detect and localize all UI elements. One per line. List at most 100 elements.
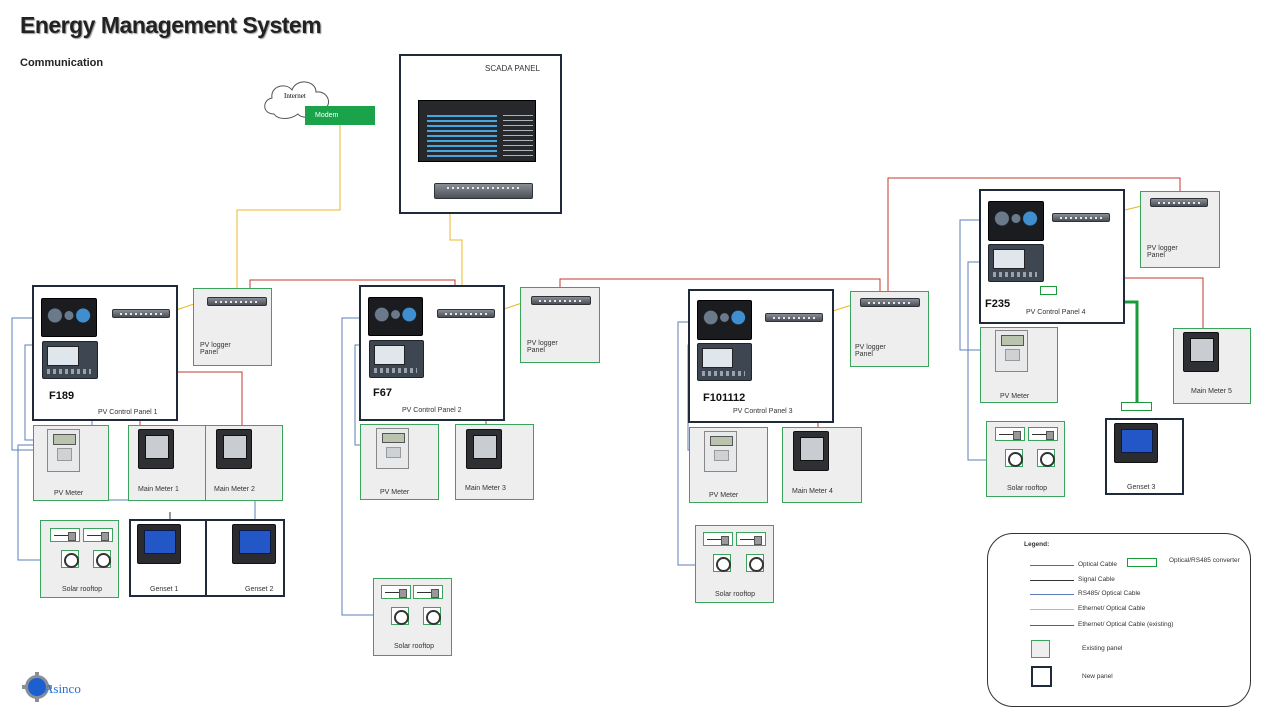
legend-ethernet-existing: Ethernet/ Optical Cable (existing): [1078, 621, 1174, 628]
panel-1-tag: F189: [49, 390, 75, 402]
solar-rooftop-label-3: Solar rooftop: [715, 591, 756, 598]
logger-label-4: PV logger Panel: [1147, 245, 1178, 259]
main-meter-label-4: Main Meter 4: [792, 488, 833, 495]
irradiance-sensor-icon: [713, 554, 731, 572]
optical-converter-icon: [1040, 286, 1057, 295]
sensor-cable-icon: [50, 528, 80, 542]
legend-existing-panel: Existing panel: [1082, 645, 1123, 652]
legend-ethernet-existing-line: [1030, 625, 1074, 626]
legend-converter-icon: [1127, 558, 1157, 567]
pv-meter-label-4: PV Meter: [1000, 393, 1030, 400]
logger-switch-2: [531, 296, 591, 305]
hmi-screen-4: [988, 201, 1044, 241]
sensor-cable-icon: [83, 528, 113, 542]
panel-4-name: PV Control Panel 4: [1026, 309, 1086, 316]
genset-meter-icon: [232, 524, 276, 564]
legend-converter: Optical/RS485 converter: [1169, 557, 1240, 564]
pv-meter-icon: [704, 431, 737, 472]
irradiance-sensor-icon: [61, 550, 79, 568]
genset-label-2: Genset 2: [245, 586, 274, 593]
panel-2-tag: F67: [373, 387, 392, 399]
legend-ethernet: Ethernet/ Optical Cable: [1078, 605, 1146, 612]
irradiance-sensor-icon: [391, 607, 409, 625]
irradiance-sensor-icon: [746, 554, 764, 572]
controller-3: [697, 343, 752, 381]
hmi-screen-1: [41, 298, 97, 337]
logger-switch-1: [207, 297, 267, 306]
controller-4: [988, 244, 1044, 282]
legend-title: Legend:: [1024, 541, 1050, 548]
page-title: Energy Management System: [20, 12, 322, 38]
hmi-screen-2: [368, 297, 423, 336]
scada-panel-label: SCADA PANEL: [485, 64, 540, 73]
modem[interactable]: Modem: [305, 106, 375, 125]
legend-new-panel: New panel: [1082, 673, 1113, 680]
legend-new-panel-swatch: [1031, 666, 1052, 687]
genset-meter-icon: [1114, 423, 1158, 463]
controller-1: [42, 341, 98, 379]
main-meter-label-3: Main Meter 3: [465, 485, 506, 492]
pv-meter-icon: [47, 429, 80, 472]
logger-switch-3: [860, 298, 920, 307]
panel-3-tag: F101112: [703, 392, 746, 404]
scada-monitor: [418, 100, 536, 162]
sensor-cable-icon: [1028, 427, 1058, 441]
legend-existing-panel-swatch: [1031, 640, 1050, 658]
legend-rs485-line: [1030, 594, 1074, 595]
solar-rooftop-label-4: Solar rooftop: [1007, 485, 1048, 492]
solar-rooftop-label-2: Solar rooftop: [394, 643, 435, 650]
switch-2: [437, 309, 495, 318]
sensor-cable-icon: [413, 585, 443, 599]
power-meter-icon: [466, 429, 502, 469]
panel-1-name: PV Control Panel 1: [98, 409, 158, 416]
legend-optical: Optical Cable: [1078, 561, 1118, 568]
legend-signal: Signal Cable: [1078, 576, 1115, 583]
irradiance-sensor-icon: [423, 607, 441, 625]
optical-converter-icon: [1121, 402, 1152, 411]
pv-meter-label-3: PV Meter: [709, 492, 739, 499]
power-meter-icon: [138, 429, 174, 469]
legend-ethernet-line: [1030, 609, 1074, 610]
genset-meter-icon: [137, 524, 181, 564]
genset-label-1: Genset 1: [150, 586, 179, 593]
pv-meter-icon: [376, 428, 409, 469]
main-meter-label-2: Main Meter 2: [214, 486, 255, 493]
controller-2: [369, 340, 424, 378]
legend-optical-line: [1030, 565, 1074, 566]
panel-4-tag: F235: [985, 298, 1011, 310]
switch-1: [112, 309, 170, 318]
gear-icon: [22, 672, 52, 702]
logger-label-1: PV logger Panel: [200, 342, 231, 356]
pv-meter-icon: [995, 330, 1028, 372]
sensor-cable-icon: [381, 585, 411, 599]
panel-2-name: PV Control Panel 2: [402, 407, 462, 414]
power-meter-icon: [216, 429, 252, 469]
irradiance-sensor-icon: [93, 550, 111, 568]
legend-signal-line: [1030, 580, 1074, 581]
genset-label-3: Genset 3: [1127, 484, 1156, 491]
legend-rs485: RS485/ Optical Cable: [1078, 590, 1141, 597]
solar-rooftop-label-1: Solar rooftop: [62, 586, 103, 593]
power-meter-icon: [793, 431, 829, 471]
hmi-screen-3: [697, 300, 752, 340]
internet-label: Internet: [284, 92, 306, 100]
page-subtitle: Communication: [20, 57, 104, 69]
main-meter-label-1: Main Meter 1: [138, 486, 179, 493]
switch-3: [765, 313, 823, 322]
irradiance-sensor-icon: [1005, 449, 1023, 467]
logger-label-2: PV logger Panel: [527, 340, 558, 354]
panel-3-name: PV Control Panel 3: [733, 408, 793, 415]
sensor-cable-icon: [995, 427, 1025, 441]
logger-switch-4: [1150, 198, 1208, 207]
pv-meter-label-1: PV Meter: [54, 490, 84, 497]
scada-switch: [434, 183, 533, 199]
main-meter-label-5: Main Meter 5: [1191, 388, 1232, 395]
logo-text: Asinco: [44, 681, 81, 696]
irradiance-sensor-icon: [1037, 449, 1055, 467]
power-meter-icon: [1183, 332, 1219, 372]
sensor-cable-icon: [736, 532, 766, 546]
pv-meter-label-2: PV Meter: [380, 489, 410, 496]
switch-4: [1052, 213, 1110, 222]
sensor-cable-icon: [703, 532, 733, 546]
logger-label-3: PV logger Panel: [855, 344, 886, 358]
